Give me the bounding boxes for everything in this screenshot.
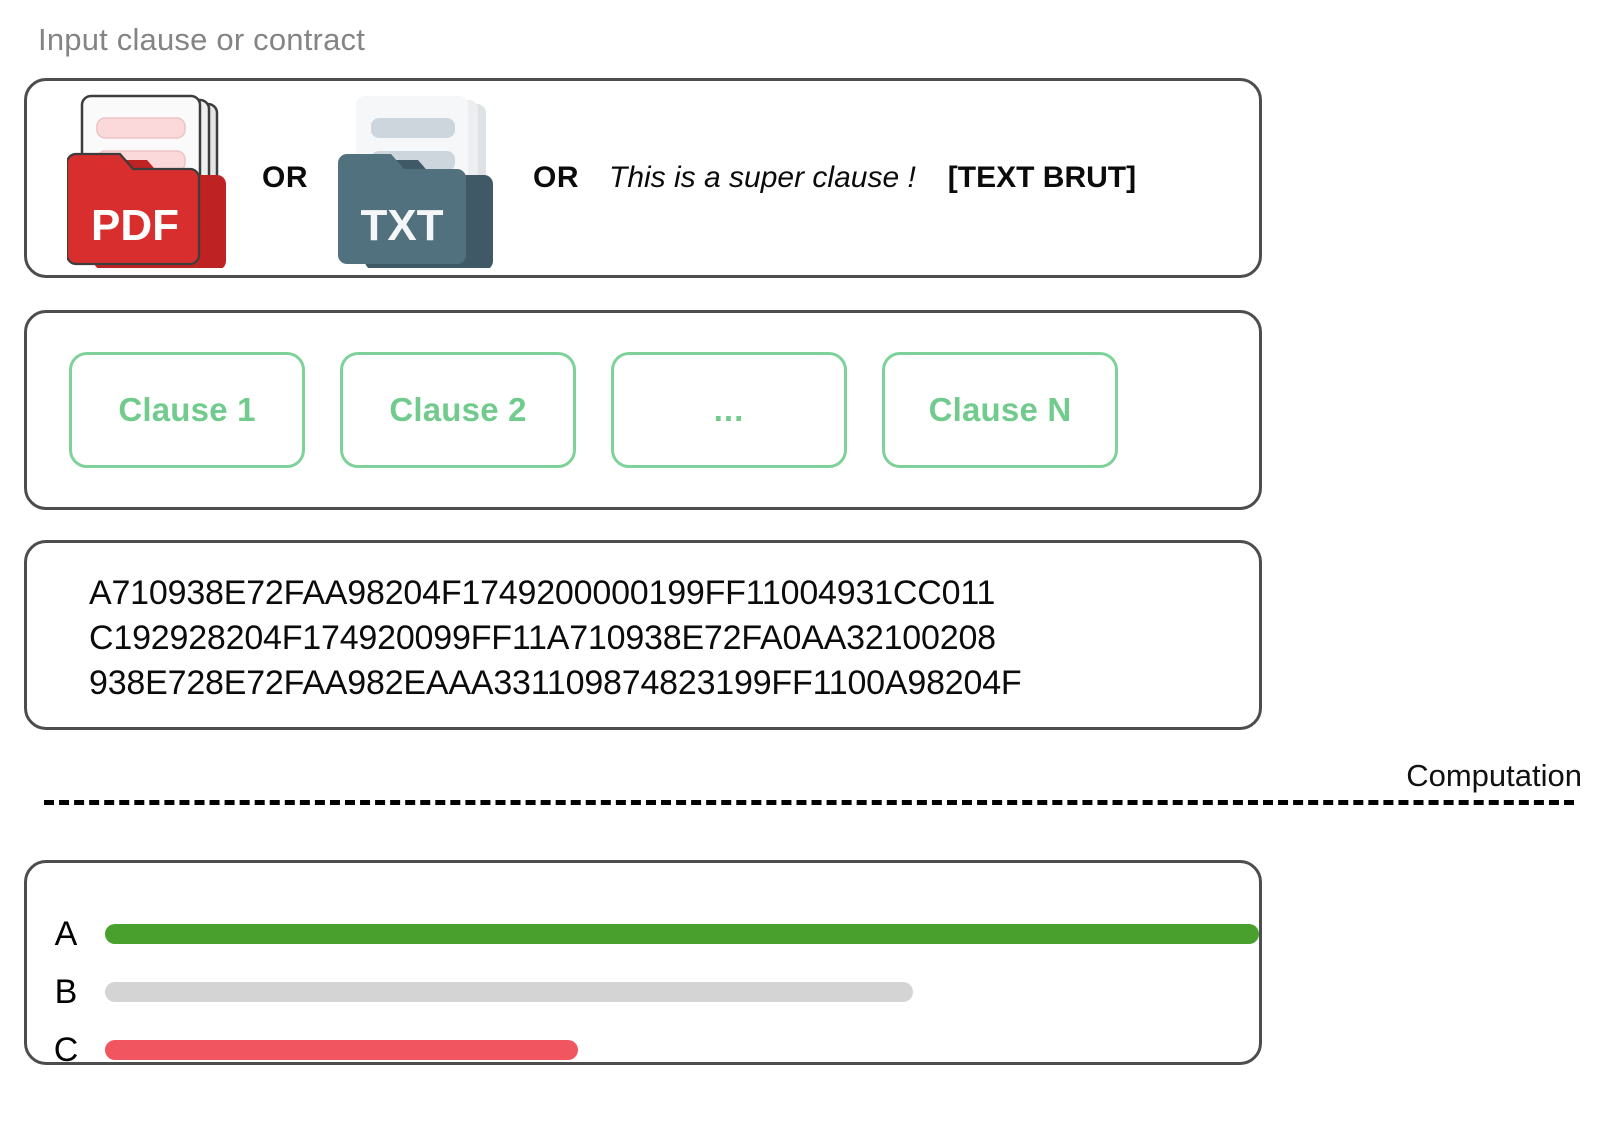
input-row: PDF OR TXT OR This is a s xyxy=(27,81,1259,275)
clause-chip-label: Clause 2 xyxy=(389,391,527,428)
clause-chip-n[interactable]: Clause N xyxy=(882,352,1118,468)
clause-chip-label: ... xyxy=(713,391,745,428)
sample-clause-text: This is a super clause ! xyxy=(609,161,916,194)
or-separator-2: OR xyxy=(533,161,579,194)
bar-row: A xyxy=(27,909,1259,959)
txt-file-icon[interactable]: TXT xyxy=(338,88,503,268)
hash-line: A710938E72FAA98204F1749200000199FF110049… xyxy=(89,574,996,612)
bar-fill-a xyxy=(105,924,1259,944)
bar-label-a: A xyxy=(54,915,78,953)
clause-chip-label: Clause 1 xyxy=(118,391,256,428)
clause-chip-2[interactable]: Clause 2 xyxy=(340,352,576,468)
bar-row: B xyxy=(27,967,1259,1017)
hash-line: C192928204F174920099FF11A710938E72FA0AA3… xyxy=(89,619,996,657)
dashed-divider xyxy=(44,800,1574,805)
hash-panel: A710938E72FAA98204F1749200000199FF110049… xyxy=(24,540,1262,730)
clause-chip-ellipsis[interactable]: ... xyxy=(611,352,847,468)
hash-text-block: A710938E72FAA98204F1749200000199FF110049… xyxy=(27,543,1259,706)
raw-text-tag: [TEXT BRUT] xyxy=(947,161,1137,194)
hash-line: 938E728E72FAA982EAAA331109874823199FF110… xyxy=(89,664,1022,702)
bar-fill-c xyxy=(105,1040,579,1060)
result-panel: A B C xyxy=(24,860,1262,1067)
bar-row: C xyxy=(27,1025,1259,1075)
bar-fill-b xyxy=(105,982,913,1002)
bar-track-c xyxy=(105,1040,1259,1060)
svg-text:PDF: PDF xyxy=(91,201,179,250)
computation-label: Computation xyxy=(1406,758,1582,793)
clause-chip-1[interactable]: Clause 1 xyxy=(69,352,305,468)
input-panel: PDF OR TXT OR This is a s xyxy=(24,78,1262,278)
page-title: Input clause or contract xyxy=(38,22,366,57)
svg-text:TXT: TXT xyxy=(360,201,443,250)
bar-track-a xyxy=(105,924,1259,944)
bar-label-b: B xyxy=(54,973,78,1011)
clause-chip-label: Clause N xyxy=(928,391,1072,428)
pdf-file-icon[interactable]: PDF xyxy=(67,88,232,268)
bar-chart: A B C xyxy=(27,863,1259,1067)
bar-track-b xyxy=(105,982,1259,1002)
clause-row: Clause 1 Clause 2 ... Clause N xyxy=(27,313,1259,507)
clause-panel: Clause 1 Clause 2 ... Clause N xyxy=(24,310,1262,510)
or-separator-1: OR xyxy=(262,161,308,194)
bar-label-c: C xyxy=(53,1031,79,1069)
